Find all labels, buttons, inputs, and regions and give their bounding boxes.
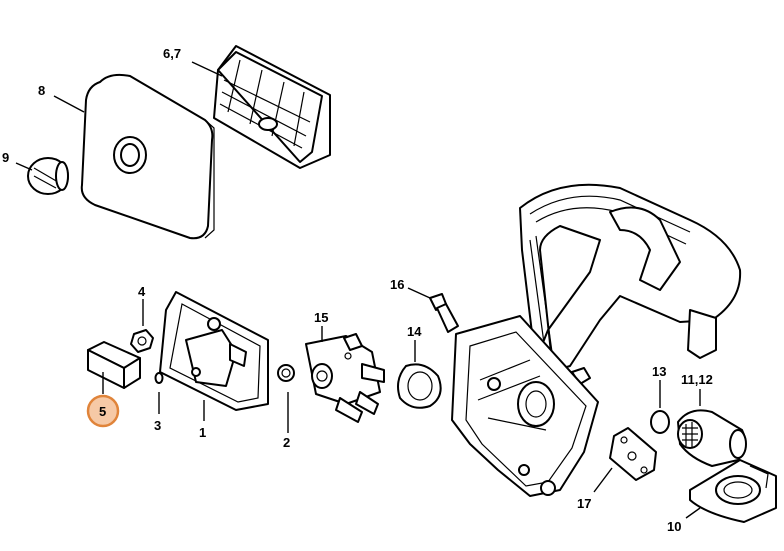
callout-1: 1 <box>199 425 206 440</box>
gasket-part[interactable] <box>397 363 442 409</box>
sleeve-part[interactable] <box>277 364 295 382</box>
callout-6-7: 6,7 <box>163 46 181 61</box>
callout-8: 8 <box>38 83 45 98</box>
callout-13: 13 <box>652 364 666 379</box>
callout-16: 16 <box>390 277 404 292</box>
flange-plate-part[interactable] <box>609 427 657 481</box>
filter-cover-part[interactable] <box>80 73 215 240</box>
callout-labels: 6,7 8 9 4 5 3 1 2 15 16 14 13 11,12 17 1… <box>2 46 713 534</box>
carburetor-box-part[interactable] <box>159 291 269 411</box>
callout-14: 14 <box>407 324 422 339</box>
ring-part[interactable] <box>650 410 670 434</box>
main-housing-part[interactable] <box>451 183 742 497</box>
air-filter-part[interactable] <box>213 45 331 169</box>
cover-plate-part[interactable] <box>689 459 777 523</box>
leader-lines <box>15 61 701 519</box>
carburetor-part[interactable] <box>305 333 385 423</box>
callout-10: 10 <box>667 519 681 534</box>
o-ring-small-part[interactable] <box>154 372 164 384</box>
callout-17: 17 <box>577 496 591 511</box>
callout-3: 3 <box>154 418 161 433</box>
cover-knob-part[interactable] <box>27 157 69 195</box>
bolt-part[interactable] <box>429 293 459 333</box>
highlight-marker <box>86 394 120 428</box>
callout-15: 15 <box>314 310 328 325</box>
callout-11-12: 11,12 <box>681 372 713 387</box>
callout-5: 5 <box>99 404 106 419</box>
nut-part[interactable] <box>130 329 154 353</box>
callout-9: 9 <box>2 150 9 165</box>
intake-elbow-part[interactable] <box>677 409 747 467</box>
callout-2: 2 <box>283 435 290 450</box>
callout-4: 4 <box>138 284 146 299</box>
filter-element-part[interactable] <box>87 341 141 389</box>
